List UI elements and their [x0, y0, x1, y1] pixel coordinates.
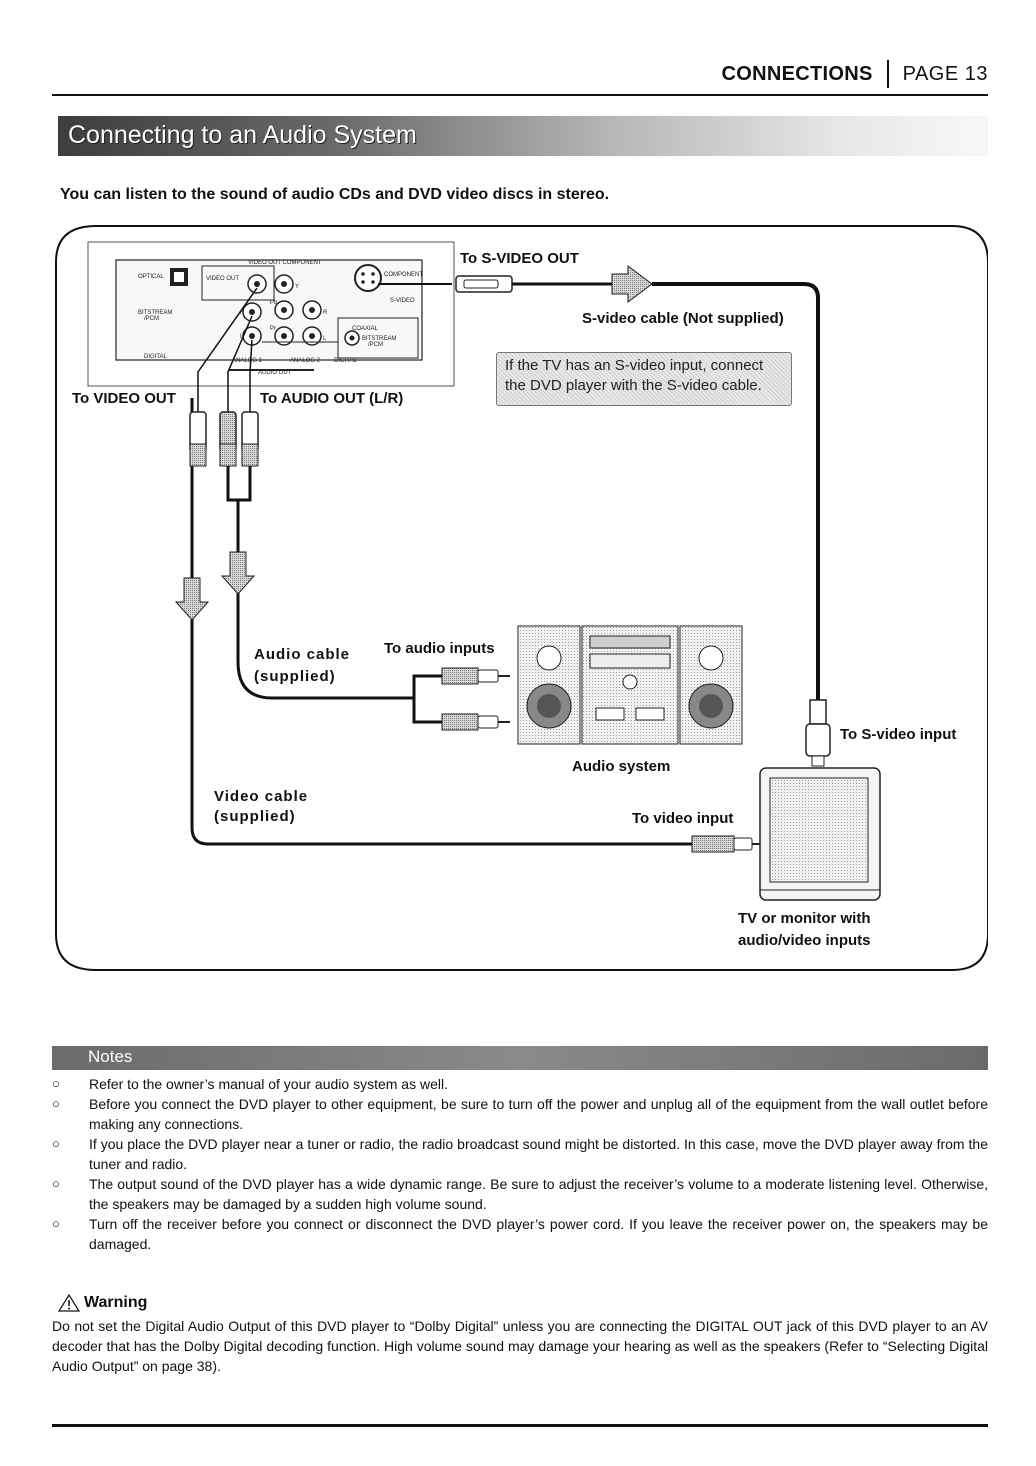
svg-text:ANALOG 2: ANALOG 2	[290, 358, 321, 364]
rca-plugs-top	[189, 411, 259, 467]
label-to-video-out: To VIDEO OUT	[72, 390, 176, 407]
svg-text:R: R	[323, 310, 328, 316]
bottom-rule	[52, 1424, 988, 1427]
svg-text:L: L	[240, 334, 244, 340]
label-video-cable: Video cable	[214, 788, 309, 805]
svg-text:AUDIO OUT: AUDIO OUT	[258, 370, 292, 376]
label-to-svideo-input: To S-video input	[840, 726, 957, 743]
svg-text:VIDEO OUT COMPONENT: VIDEO OUT COMPONENT	[248, 260, 322, 266]
svg-text:Pb: Pb	[270, 300, 278, 306]
label-audio-cable: Audio cable	[254, 646, 351, 663]
warning-title: Warning	[84, 1294, 148, 1311]
top-rule	[52, 94, 988, 96]
label-svideo-cable: S-video cable (Not supplied)	[582, 310, 784, 327]
svg-text:S-VIDEO: S-VIDEO	[390, 298, 415, 304]
warning-icon	[58, 1294, 80, 1312]
svideo-callout: If the TV has an S-video input, connect …	[496, 352, 792, 406]
svideo-cable	[378, 265, 831, 767]
label-to-audio-inputs: To audio inputs	[384, 640, 495, 657]
svg-text:Pr: Pr	[270, 326, 276, 332]
label-to-svideo-out: To S-VIDEO OUT	[460, 250, 579, 267]
page-title: Connecting to an Audio System	[68, 121, 417, 149]
svg-text:Y: Y	[295, 284, 299, 290]
notes-list: Refer to the owner’s manual of your audi…	[52, 1074, 988, 1254]
svg-text:COAXIAL: COAXIAL	[352, 326, 379, 332]
video-cable-path	[190, 287, 708, 846]
svg-text:R: R	[240, 310, 245, 316]
audio-down-arrow	[220, 551, 256, 595]
label-video-cable-supplied: (supplied)	[214, 808, 296, 825]
label-tv-line1: TV or monitor with	[738, 910, 871, 927]
svg-text:/PCM: /PCM	[368, 342, 383, 348]
page-header: CONNECTIONS PAGE 13	[722, 60, 989, 88]
diagram-drawing: OPTICAL BITSTREAM /PCM DIGITAL VIDEO OUT…	[55, 225, 988, 971]
label-to-video-input: To video input	[632, 810, 734, 827]
warning-text: Do not set the Digital Audio Output of t…	[52, 1318, 988, 1374]
audio-cable-path	[226, 315, 442, 724]
svg-text:COMPONENT: COMPONENT	[384, 272, 423, 278]
warning-heading: Warning	[58, 1294, 147, 1312]
video-down-arrow	[174, 577, 210, 621]
svg-text:OPTICAL: OPTICAL	[138, 274, 164, 280]
page-number: PAGE 13	[902, 62, 988, 85]
intro-text: You can listen to the sound of audio CDs…	[60, 186, 610, 203]
label-tv-line2: audio/video inputs	[738, 932, 871, 949]
label-audio-system: Audio system	[572, 758, 671, 775]
note-item: The output sound of the DVD player has a…	[52, 1174, 988, 1214]
title-band: Connecting to an Audio System	[58, 116, 988, 156]
note-item: Before you connect the DVD player to oth…	[52, 1094, 988, 1134]
note-item: If you place the DVD player near a tuner…	[52, 1134, 988, 1174]
svg-text:VIDEO OUT: VIDEO OUT	[206, 276, 239, 282]
label-audio-cable-supplied: (supplied)	[254, 668, 336, 685]
svg-text:DIGITAL: DIGITAL	[144, 354, 168, 360]
connection-diagram: OPTICAL BITSTREAM /PCM DIGITAL VIDEO OUT…	[52, 222, 988, 974]
svg-text:ANALOG 1: ANALOG 1	[232, 358, 263, 364]
svg-text:DIGITAL: DIGITAL	[334, 358, 358, 364]
notes-heading: Notes	[88, 1047, 133, 1066]
dvd-rear-panel	[87, 241, 455, 387]
audio-system-illustration	[517, 625, 743, 745]
tv-illustration	[759, 767, 881, 901]
note-item: Turn off the receiver before you connect…	[52, 1214, 988, 1254]
notes-heading-band: Notes	[52, 1046, 988, 1070]
svg-text:/PCM: /PCM	[144, 316, 159, 322]
label-to-audio-out: To AUDIO OUT (L/R)	[260, 390, 404, 407]
svg-text:BITSTREAM: BITSTREAM	[362, 336, 396, 342]
note-item: Refer to the owner’s manual of your audi…	[52, 1074, 988, 1094]
section-title: CONNECTIONS	[721, 62, 873, 85]
panel-labels: OPTICAL BITSTREAM /PCM DIGITAL VIDEO OUT…	[138, 260, 423, 376]
header-divider	[886, 60, 889, 88]
video-input-plug	[691, 835, 762, 853]
svg-text:BITSTREAM: BITSTREAM	[138, 310, 172, 316]
audio-input-plugs	[441, 667, 510, 731]
diagram-frame	[55, 225, 988, 971]
svg-text:L: L	[323, 336, 327, 342]
